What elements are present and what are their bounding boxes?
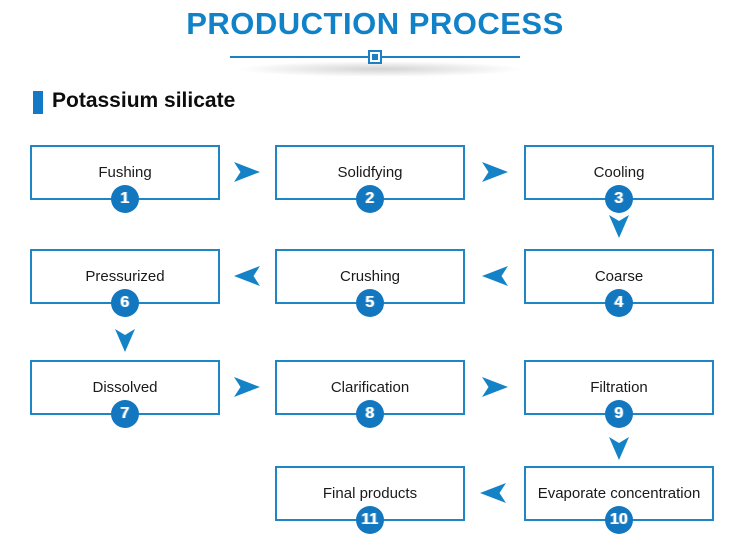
process-box-label: Evaporate concentration <box>537 485 701 502</box>
step-number-badge: 3 <box>605 185 633 213</box>
process-box-coarse: Coarse 4 <box>524 249 714 317</box>
process-box-filtration: Filtration 9 <box>524 360 714 428</box>
process-box-fushing: Fushing 1 <box>30 145 220 213</box>
process-box-clarification: Clarification 8 <box>275 360 465 428</box>
process-box-label: Crushing <box>339 268 401 285</box>
section-heading-bar <box>33 91 43 114</box>
title-underline-shadow <box>235 61 525 77</box>
process-box-solidfying: Solidfying 2 <box>275 145 465 213</box>
step-number-badge: 6 <box>111 289 139 317</box>
process-box-final-products: Final products 11 <box>275 466 465 534</box>
process-box-label: Solidfying <box>337 164 403 181</box>
process-box-label: Cooling <box>593 164 645 181</box>
arrow-right-icon <box>482 377 508 397</box>
section-heading: Potassium silicate <box>52 89 236 112</box>
process-box-label: Pressurized <box>85 268 165 285</box>
process-box-label: Coarse <box>594 268 644 285</box>
process-box-label: Clarification <box>330 379 410 396</box>
step-number-badge: 1 <box>111 185 139 213</box>
arrow-right-icon <box>234 377 260 397</box>
arrow-left-icon <box>480 483 506 503</box>
process-box-label: Dissolved <box>92 379 158 396</box>
step-number-badge: 11 <box>356 506 384 534</box>
arrow-left-icon <box>234 266 260 286</box>
step-number-badge: 10 <box>605 506 633 534</box>
process-box-pressurized: Pressurized 6 <box>30 249 220 317</box>
step-number-badge: 2 <box>356 185 384 213</box>
process-box-label: Final products <box>322 485 418 502</box>
arrow-down-icon <box>609 437 629 460</box>
process-box-label: Fushing <box>98 164 152 181</box>
step-number-badge: 8 <box>356 400 384 428</box>
arrow-right-icon <box>234 162 260 182</box>
arrow-down-icon <box>115 329 135 352</box>
title-square-inner <box>372 54 378 60</box>
process-box-label: Filtration <box>590 379 648 396</box>
process-box-cooling: Cooling 3 <box>524 145 714 213</box>
process-box-dissolved: Dissolved 7 <box>30 360 220 428</box>
process-box-crushing: Crushing 5 <box>275 249 465 317</box>
arrow-left-icon <box>482 266 508 286</box>
process-box-evaporate-concentration: Evaporate concentration 10 <box>524 466 714 534</box>
step-number-badge: 5 <box>356 289 384 317</box>
arrow-right-icon <box>482 162 508 182</box>
title-square-ornament <box>368 50 382 64</box>
page-title: PRODUCTION PROCESS <box>186 6 564 41</box>
step-number-badge: 7 <box>111 400 139 428</box>
step-number-badge: 9 <box>605 400 633 428</box>
arrow-down-icon <box>609 215 629 238</box>
step-number-badge: 4 <box>605 289 633 317</box>
